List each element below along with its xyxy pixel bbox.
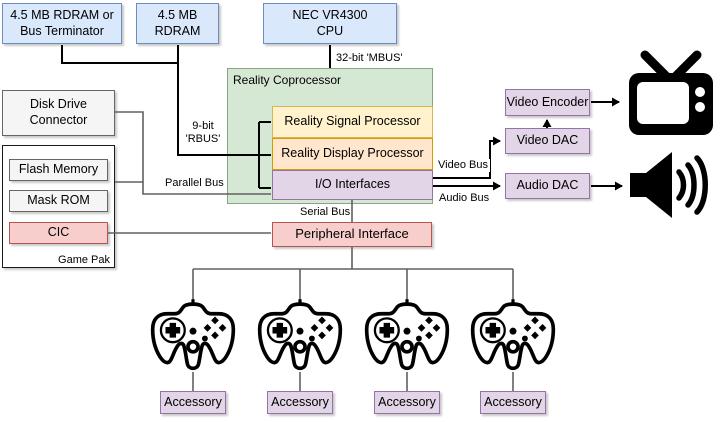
reality-coprocessor-label: Reality Coprocessor bbox=[233, 73, 342, 87]
tv-icon bbox=[629, 50, 713, 135]
controller-icon-3 bbox=[363, 299, 451, 378]
video-encoder-box: Video Encoder bbox=[505, 89, 590, 116]
audio-dac-box: Audio DAC bbox=[505, 173, 590, 199]
controller-icon-2 bbox=[256, 299, 344, 378]
reality-display-processor-box: Reality Display Processor bbox=[272, 138, 433, 170]
game-pak-label: Game Pak bbox=[58, 254, 110, 266]
accessory-box-3: Accessory bbox=[374, 391, 440, 414]
controller-icon-4 bbox=[469, 299, 557, 378]
accessory-box-2: Accessory bbox=[267, 391, 333, 414]
reality-signal-processor-box: Reality Signal Processor bbox=[272, 106, 433, 138]
speaker-icon bbox=[630, 152, 708, 218]
io-interfaces-box: I/O Interfaces bbox=[272, 170, 433, 200]
peripheral-interface-box: Peripheral Interface bbox=[272, 222, 432, 247]
accessory-box-1: Accessory bbox=[160, 391, 226, 414]
cic-box: CIC bbox=[9, 222, 108, 244]
rbus-label: 9-bit 'RBUS' bbox=[185, 120, 221, 146]
mbus-label: 32-bit 'MBUS' bbox=[336, 52, 403, 64]
video-dac-box: Video DAC bbox=[505, 128, 590, 154]
flash-memory-box: Flash Memory bbox=[9, 159, 108, 181]
serial-bus-label: Serial Bus bbox=[300, 206, 351, 218]
cpu-box: NEC VR4300 CPU bbox=[263, 3, 397, 44]
mask-rom-box: Mask ROM bbox=[9, 190, 108, 212]
rdram-or-bus-terminator-box: 4.5 MB RDRAM or Bus Terminator bbox=[2, 3, 122, 44]
rdram-terminator-line bbox=[61, 45, 179, 64]
rdram-box: 4.5 MB RDRAM bbox=[136, 3, 219, 44]
accessory-box-4: Accessory bbox=[480, 391, 546, 414]
parallel-bus-label: Parallel Bus bbox=[165, 177, 224, 189]
disk-drive-connector-box: Disk Drive Connector bbox=[2, 90, 115, 136]
audio-bus-label: Audio Bus bbox=[437, 192, 492, 206]
controller-icon-1 bbox=[149, 299, 237, 378]
video-bus-label: Video Bus bbox=[436, 159, 490, 173]
